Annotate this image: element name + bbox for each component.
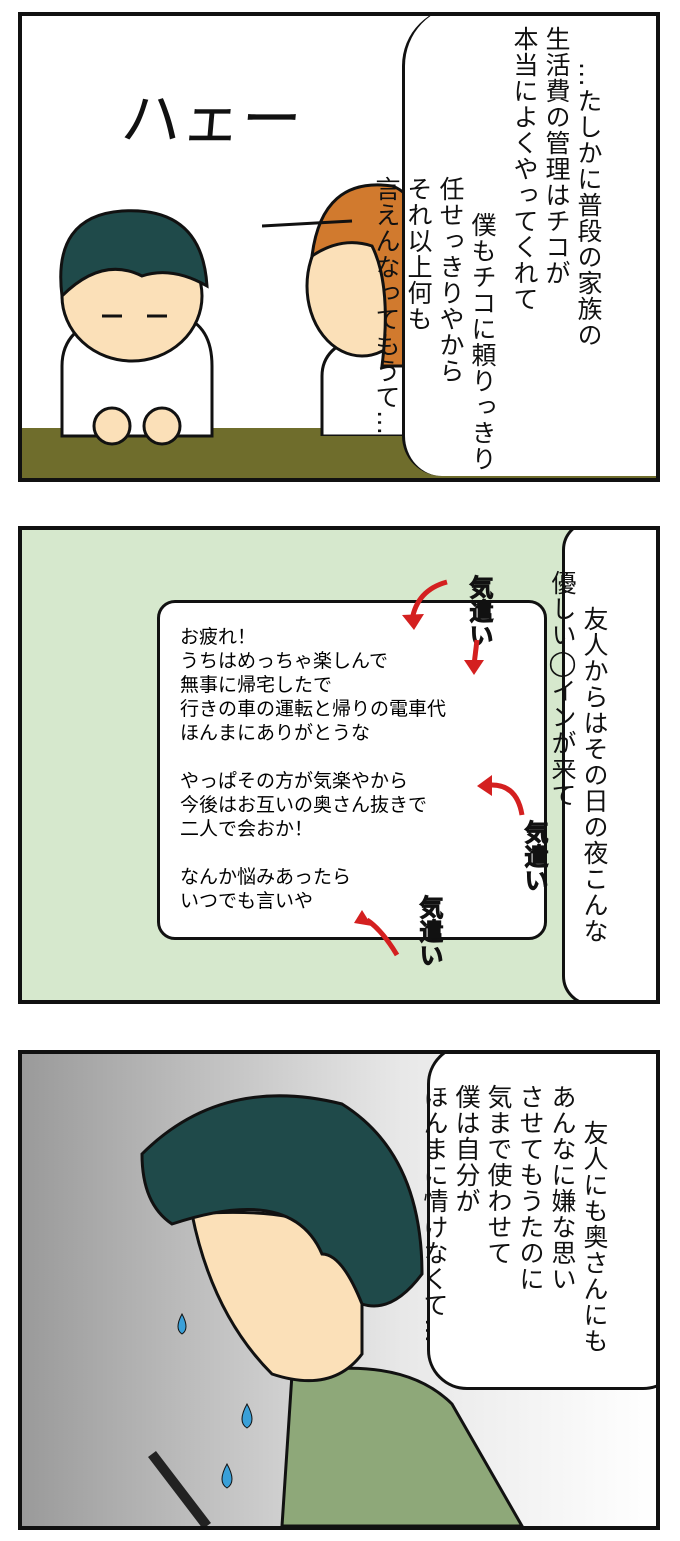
husband-character: [59, 209, 214, 446]
message-line: 二人で会おか！: [180, 818, 314, 840]
narration-bubble: [562, 530, 656, 1000]
message-line: なんか悩みあったら: [180, 866, 352, 888]
crying-husband-with-phone: [140, 1094, 524, 1526]
message-line: やっぱその方が気楽やから: [180, 770, 409, 792]
message-line: お疲れ！: [180, 626, 257, 648]
kizukai-annotation: 気遣い: [465, 575, 494, 648]
narration-text: 友人にも奥さんにもあんなに嫌な思いさせてもうたのに気まで使わせて僕は自分がほんま…: [420, 1084, 609, 1354]
message-line: いつでも言いや: [180, 890, 314, 912]
narration-text: …たしかに普段の家族の生活費の管理はチコが本当によくやってくれて: [510, 26, 603, 348]
message-line: 行きの車の運転と帰りの電車代: [180, 698, 447, 720]
narration-bubble: [427, 1054, 656, 1390]
red-arrows: [354, 579, 525, 957]
message-line: 今後はお互いの奥さん抜きで: [180, 794, 428, 816]
comic-panel-1: ハェー …たしかに普段の家族の生活費の管理はチコが本当によくやってくれて 僕もチ…: [18, 12, 660, 482]
narration-text-lower: 僕もチコに頼りっきり任せっきりやからそれ以上何も言えんなってもうて…: [372, 176, 497, 472]
comic-panel-2: 友人からはその日の夜こんな優しい◯インが来て お疲れ！ うちはめっちゃ楽しんで …: [18, 526, 660, 1004]
thought-cloud: [402, 16, 656, 476]
narration-text: 友人からはその日の夜こんな優しい◯インが来て: [548, 570, 609, 944]
comic-panel-3: 友人にも奥さんにもあんなに嫌な思いさせてもうたのに気まで使わせて僕は自分がほんま…: [18, 1050, 660, 1530]
kizukai-annotation: 気遣い: [520, 820, 549, 893]
message-line: 無事に帰宅したで: [180, 674, 333, 696]
kizukai-annotation: 気遣い: [415, 895, 444, 968]
chat-message-bubble: お疲れ！ うちはめっちゃ楽しんで 無事に帰宅したで 行きの車の運転と帰りの電車代…: [157, 600, 547, 940]
message-line: ほんまにありがとうな: [180, 722, 371, 744]
message-line: うちはめっちゃ楽しんで: [180, 650, 389, 672]
